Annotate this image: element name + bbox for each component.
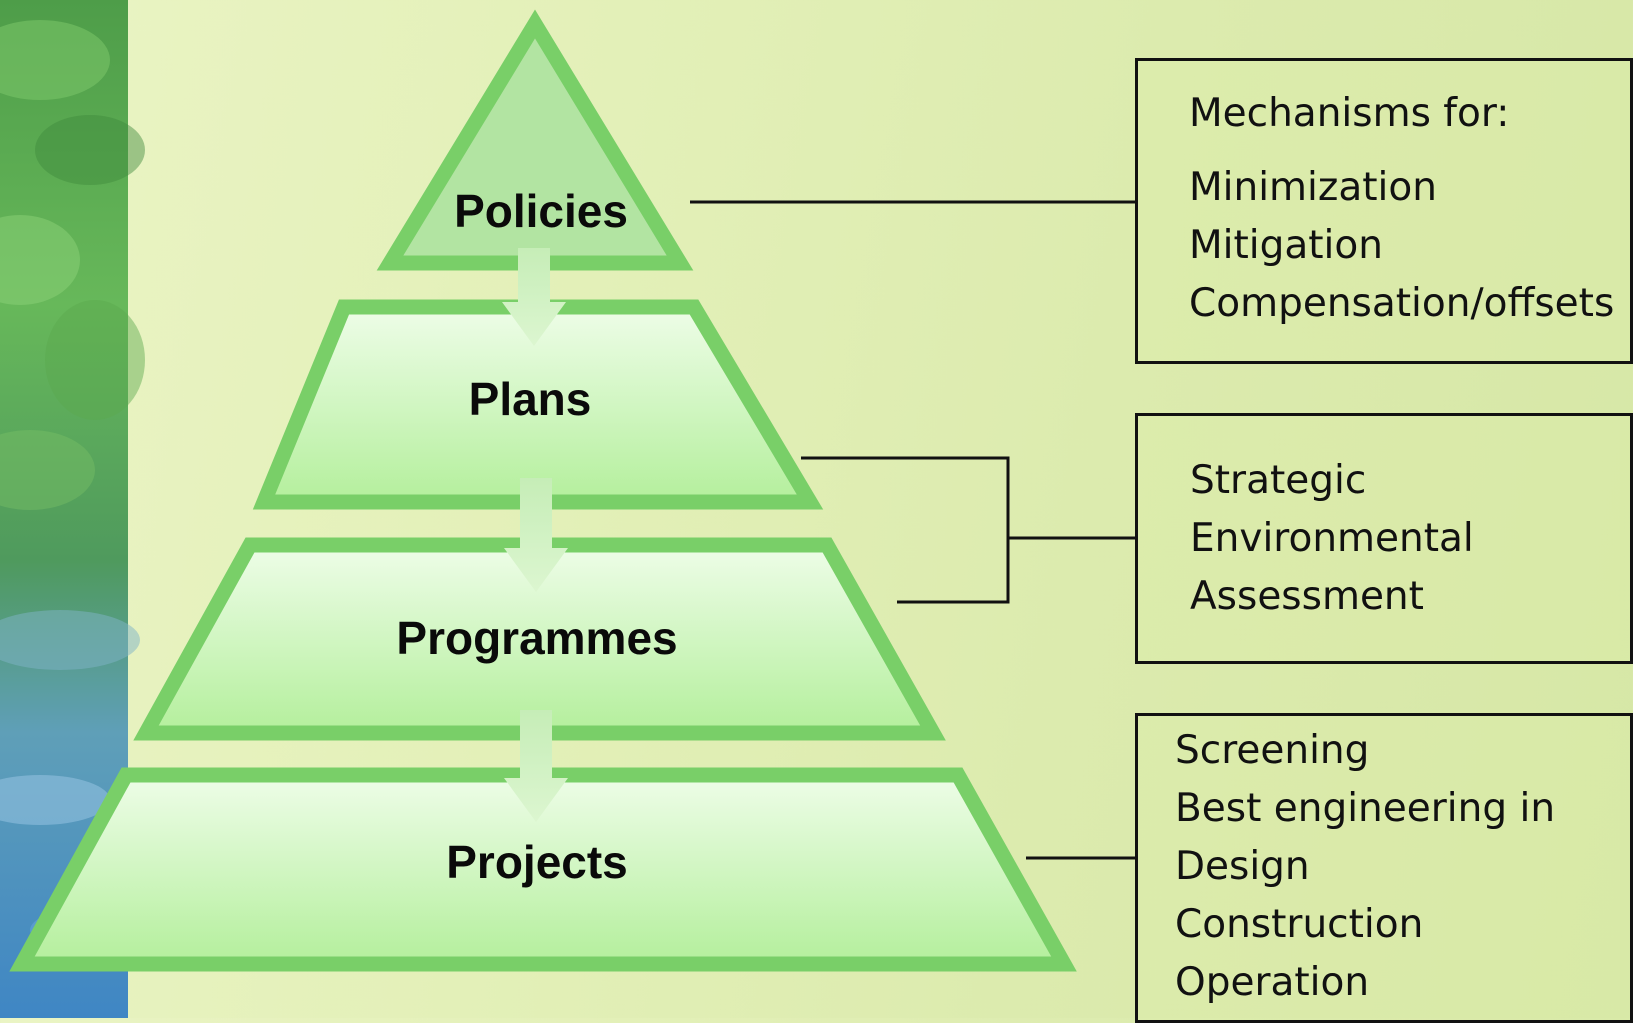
project-stage-line: Operation — [1175, 960, 1370, 1005]
project-stage-line: Best engineering in — [1175, 786, 1556, 831]
sea-line: Assessment — [1190, 574, 1424, 619]
mechanism-item: Minimization — [1189, 165, 1437, 210]
project-stage-box: Screening Best engineering in Design Con… — [1135, 713, 1633, 1023]
connector-lines — [690, 200, 1135, 860]
project-stage-line: Screening — [1175, 728, 1370, 773]
sea-bracket-connector — [801, 456, 1135, 604]
arrow-down-icon — [504, 478, 568, 592]
sea-line: Environmental — [1190, 516, 1474, 561]
project-stage-line: Design — [1175, 844, 1310, 889]
tier-shape-projects — [9, 767, 1077, 972]
tier-label-programmes: Programmes — [396, 612, 678, 664]
pyramid — [9, 9, 1077, 972]
mechanism-item: Compensation/offsets — [1189, 281, 1615, 326]
mechanisms-box: Mechanisms for: Minimization Mitigation … — [1135, 58, 1633, 364]
tier-shape-programmes — [133, 537, 946, 741]
side-panel-image — [0, 0, 150, 1018]
mechanisms-heading: Mechanisms for: — [1189, 91, 1510, 136]
project-stage-line: Construction — [1175, 902, 1424, 947]
tier-label-policies: Policies — [454, 185, 628, 237]
mechanism-item: Mitigation — [1189, 223, 1383, 268]
tier-label-plans: Plans — [468, 373, 592, 425]
arrow-down-icon — [502, 248, 566, 346]
sea-box: Strategic Environmental Assessment — [1135, 413, 1633, 664]
tier-shape-plans — [252, 299, 824, 510]
tier-arrows — [502, 248, 568, 822]
tier-label-projects: Projects — [446, 836, 628, 888]
arrow-down-icon — [504, 710, 568, 822]
sea-line: Strategic — [1190, 458, 1367, 503]
